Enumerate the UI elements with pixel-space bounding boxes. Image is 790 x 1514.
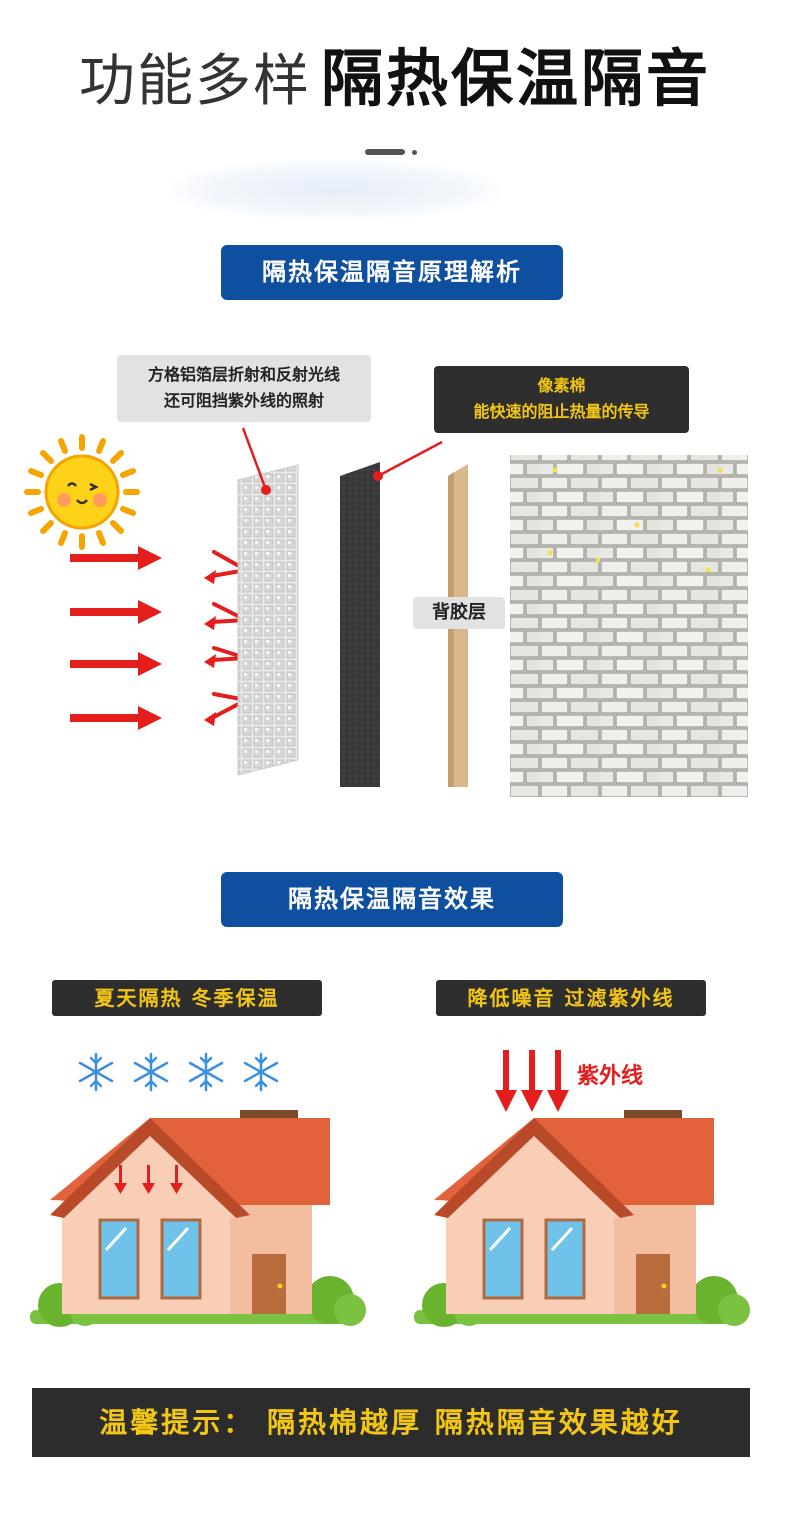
divider-dash: [365, 149, 405, 155]
foil-callout-line1: 方格铝箔层折射和反射光线: [147, 365, 340, 384]
brick-wall: [510, 455, 748, 797]
right-effect-caption: 降低噪音 过滤紫外线: [436, 980, 706, 1016]
uv-label: 紫外线: [577, 1064, 644, 1089]
foil-layer: [237, 464, 299, 776]
cotton-callout-line2: 能快速的阻止热量的传导: [473, 402, 650, 421]
house-icon: [30, 1110, 366, 1327]
heat-arrow-icon: [70, 546, 162, 730]
principle-section-title: 隔热保温隔音原理解析: [221, 245, 563, 300]
adhesive-label: 背胶层: [413, 597, 505, 629]
left-effect-caption: 夏天隔热 冬季保温: [52, 980, 322, 1016]
headline-bold: 隔热保温隔音: [320, 42, 711, 115]
effect-section-title: 隔热保温隔音效果: [221, 872, 563, 927]
decorative-blur: [170, 160, 500, 220]
tip-bar: 温馨提示： 隔热棉越厚 隔热隔音效果越好: [32, 1388, 750, 1457]
cotton-callout-line1: 像素棉: [537, 376, 586, 395]
headline-light: 功能多样: [78, 49, 311, 114]
foil-callout-line2: 还可阻挡紫外线的照射: [163, 391, 324, 410]
divider-dot: [412, 150, 417, 155]
sun-icon: [24, 434, 140, 550]
cotton-callout: 像素棉 能快速的阻止热量的传导: [434, 366, 689, 433]
uv-arrow-icon: [495, 1050, 569, 1112]
cotton-pointer: [373, 440, 443, 481]
foil-callout: 方格铝箔层折射和反射光线 还可阻挡紫外线的照射: [117, 355, 371, 422]
snowflake-icon: [78, 1052, 279, 1092]
page-headline: 功能多样隔热保温隔音: [0, 28, 790, 118]
foil-pointer: [241, 427, 271, 495]
cotton-layer: [340, 462, 380, 787]
house-icon-right: [414, 1110, 750, 1327]
